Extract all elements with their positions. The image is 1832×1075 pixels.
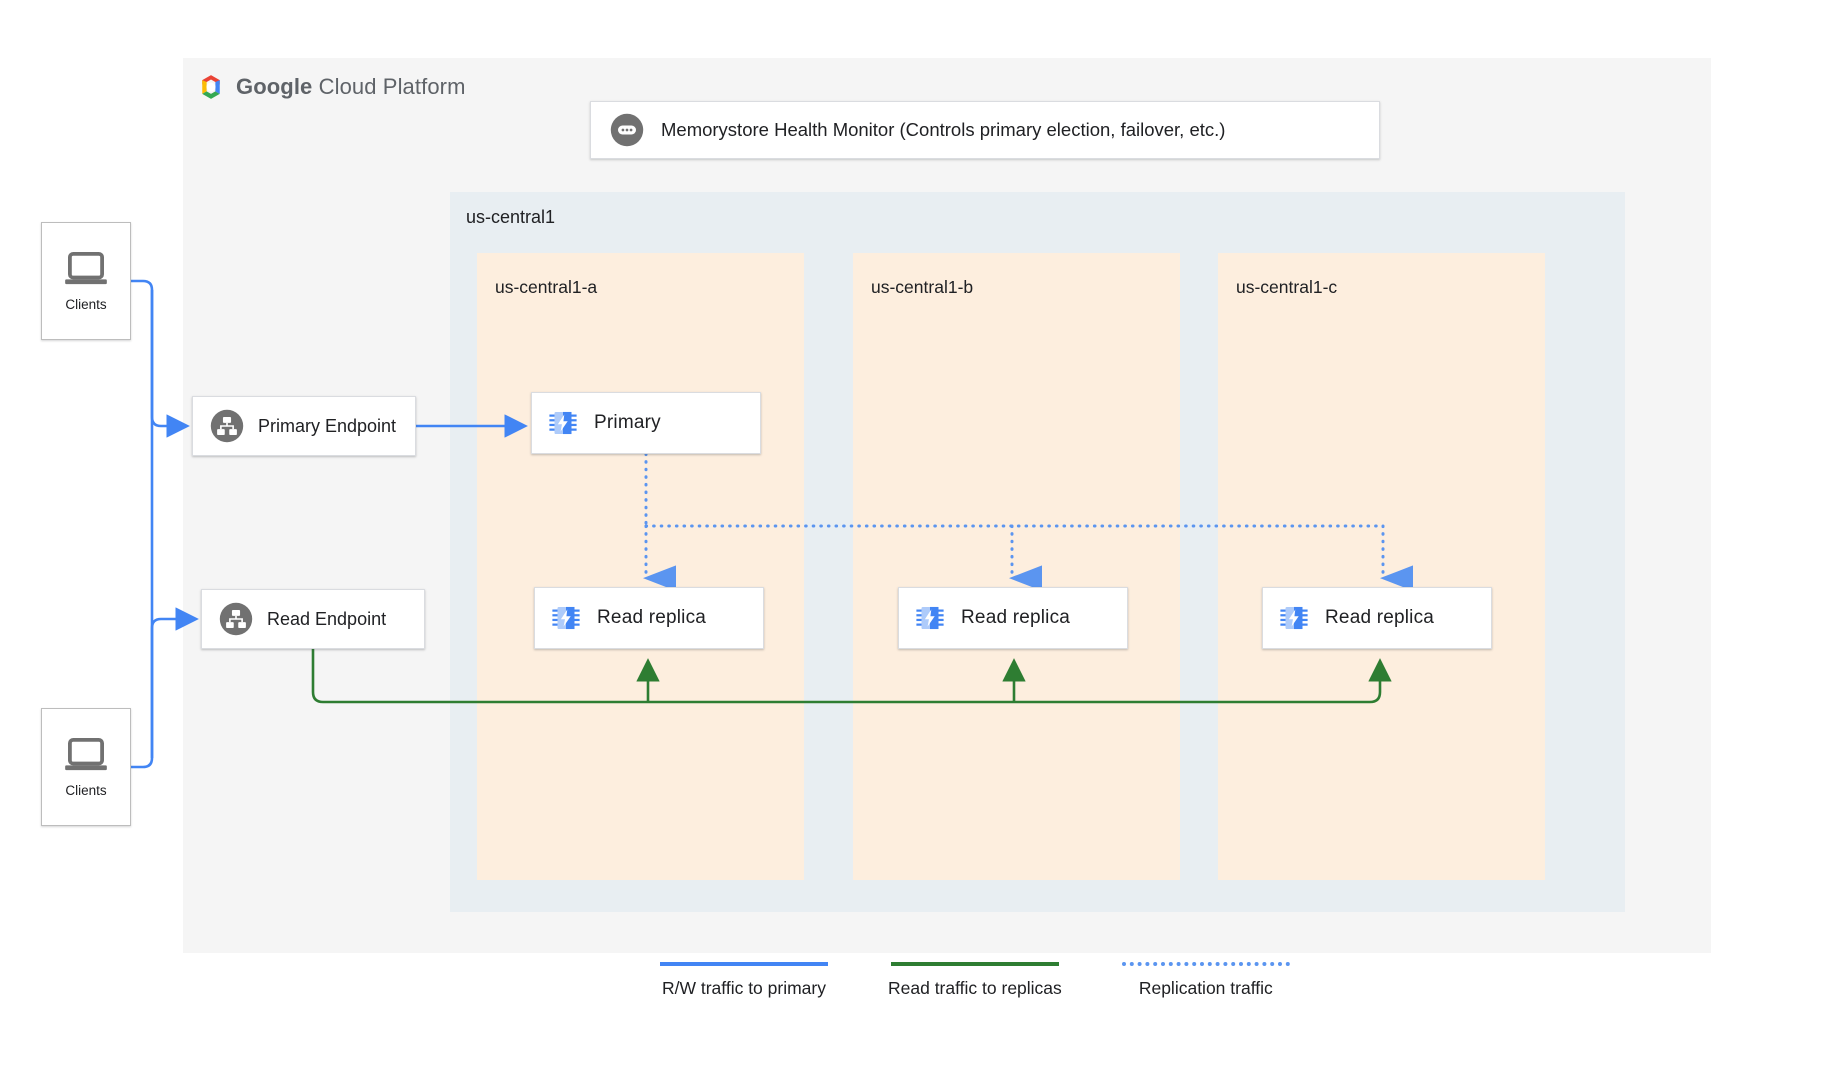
clients-box-top: Clients bbox=[41, 222, 131, 340]
memorystore-instance-icon bbox=[549, 411, 577, 435]
read-endpoint-card[interactable]: Read Endpoint bbox=[201, 589, 425, 649]
legend-swatch-blue-solid bbox=[660, 962, 828, 966]
google-cloud-logo-icon bbox=[202, 75, 220, 99]
clients-label: Clients bbox=[65, 782, 107, 798]
legend-label: R/W traffic to primary bbox=[661, 978, 826, 998]
legend: R/W traffic to primary Read traffic to r… bbox=[660, 962, 1290, 999]
memorystore-instance-icon bbox=[1280, 606, 1308, 630]
endpoint-hierarchy-icon bbox=[210, 409, 244, 443]
legend-label: Read traffic to replicas bbox=[888, 978, 1062, 998]
primary-endpoint-label: Primary Endpoint bbox=[258, 415, 397, 436]
legend-swatch-green-solid bbox=[890, 962, 1059, 966]
zone-us-central1-a: us-central1-a bbox=[477, 253, 804, 880]
legend-label: Replication traffic bbox=[1138, 978, 1273, 998]
read-replica-label: Read replica bbox=[597, 607, 707, 628]
gcp-brand-cloudplatform: Cloud Platform bbox=[312, 74, 466, 99]
primary-node-label: Primary bbox=[594, 412, 661, 433]
read-endpoint-label: Read Endpoint bbox=[267, 608, 387, 629]
health-monitor-bar: Memorystore Health Monitor (Controls pri… bbox=[590, 101, 1380, 159]
legend-swatch-blue-dotted bbox=[1121, 962, 1290, 966]
gcp-brand-title: Google Cloud Platform bbox=[236, 74, 466, 100]
read-replica-card-b[interactable]: Read replica bbox=[898, 587, 1128, 649]
laptop-icon bbox=[65, 737, 107, 770]
zone-us-central1-b: us-central1-b bbox=[853, 253, 1180, 880]
gcp-brand-google: Google bbox=[236, 74, 313, 99]
zone-label: us-central1-a bbox=[495, 277, 598, 297]
read-replica-label: Read replica bbox=[1325, 607, 1435, 628]
zone-label: us-central1-b bbox=[871, 277, 974, 297]
health-monitor-icon bbox=[610, 113, 644, 147]
gcp-branding: Google Cloud Platform bbox=[196, 72, 466, 102]
legend-item-read-traffic: Read traffic to replicas bbox=[888, 962, 1062, 999]
zone-label: us-central1-c bbox=[1236, 277, 1338, 297]
legend-item-replication-traffic: Replication traffic bbox=[1121, 962, 1290, 999]
primary-node-card[interactable]: Primary bbox=[531, 392, 761, 454]
primary-endpoint-card[interactable]: Primary Endpoint bbox=[192, 396, 416, 456]
zone-us-central1-c: us-central1-c bbox=[1218, 253, 1545, 880]
memorystore-instance-icon bbox=[552, 606, 580, 630]
laptop-icon bbox=[65, 251, 107, 284]
health-monitor-label: Memorystore Health Monitor (Controls pri… bbox=[661, 119, 1226, 140]
endpoint-hierarchy-icon bbox=[219, 602, 253, 636]
region-label: us-central1 bbox=[466, 207, 556, 227]
read-replica-card-c[interactable]: Read replica bbox=[1262, 587, 1492, 649]
read-replica-card-a[interactable]: Read replica bbox=[534, 587, 764, 649]
legend-item-rw-traffic: R/W traffic to primary bbox=[660, 962, 828, 999]
clients-box-bottom: Clients bbox=[41, 708, 131, 826]
memorystore-instance-icon bbox=[916, 606, 944, 630]
read-replica-label: Read replica bbox=[961, 607, 1071, 628]
clients-label: Clients bbox=[65, 296, 107, 312]
